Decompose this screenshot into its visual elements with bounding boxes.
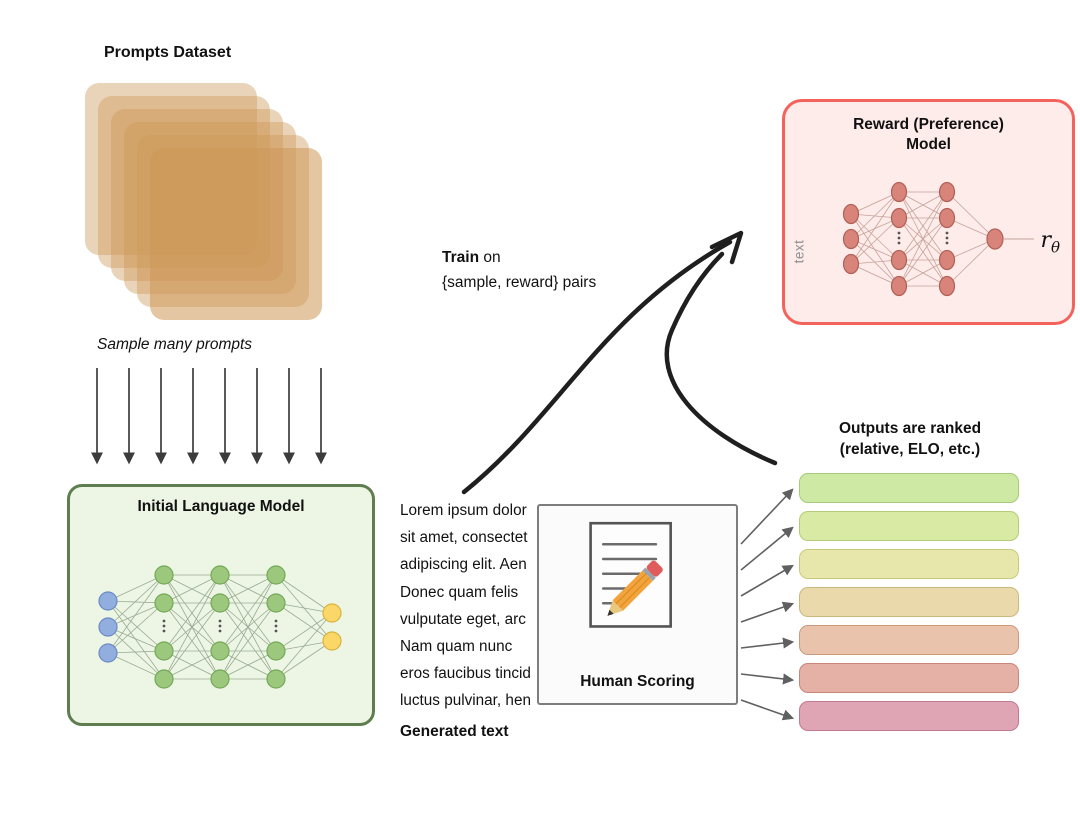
scoring-fan-arrows	[740, 488, 795, 721]
generated-text-line: adipiscing elit. Aen	[400, 556, 527, 574]
human-scoring-title: Human Scoring	[580, 673, 695, 690]
text-input-label: text	[791, 239, 807, 264]
prompts-dataset-stack	[85, 83, 335, 333]
reward-model-title-line2: Model	[906, 136, 951, 153]
generated-text-line: eros faucibus tincid	[400, 665, 531, 683]
generated-text-caption: Generated text	[400, 723, 509, 740]
train-on-word: on	[479, 249, 501, 266]
dataset-card	[150, 148, 322, 320]
sample-down-arrows	[91, 368, 327, 465]
reward-output-label: rθ	[1040, 228, 1060, 256]
initial-language-model-title: Initial Language Model	[137, 498, 305, 515]
generated-text-lines: Lorem ipsum dolor sit amet, consectet adip…	[400, 497, 531, 715]
human-scoring-box: Human Scoring	[537, 504, 738, 705]
sample-many-prompts-label: Sample many prompts	[97, 336, 253, 353]
outputs-ranked-title-line1: Outputs are ranked	[838, 420, 982, 437]
initial-model-network-icon	[98, 565, 342, 689]
train-label: Train on {sample, reward} pairs	[442, 245, 596, 295]
outputs-ranked-title: Outputs are ranked (relative, ELO, etc.)	[792, 418, 1028, 460]
ranked-bar	[799, 473, 1019, 503]
ranked-bar	[799, 511, 1019, 541]
initial-language-model-box: Initial Language Model	[67, 484, 375, 726]
generated-text-line: Nam quam nunc	[400, 638, 513, 656]
ranked-bar	[799, 663, 1019, 693]
reward-output-subscript: θ	[1050, 238, 1060, 257]
reward-model-title-line1: Reward (Preference)	[853, 116, 1004, 133]
outputs-ranked-title-line2: (relative, ELO, etc.)	[839, 441, 981, 458]
train-arrowhead	[709, 230, 744, 265]
reward-model-title: Reward (Preference) Model	[785, 115, 1072, 155]
reward-model-box: Reward (Preference) Model text rθ	[782, 99, 1075, 325]
generated-text-line: Lorem ipsum dolor	[400, 502, 527, 519]
train-label-line1: Train on	[442, 245, 596, 270]
ranked-bar	[799, 701, 1019, 731]
ranked-bar	[799, 625, 1019, 655]
train-word: Train	[442, 249, 480, 266]
document-pencil-icon	[588, 521, 672, 628]
generated-text-line: vulputate eget, arc	[400, 610, 526, 628]
ranked-bars	[799, 473, 1019, 731]
train-pairs-label: {sample, reward} pairs	[442, 274, 597, 291]
generated-text-line: sit amet, consectet	[400, 529, 528, 547]
ranked-bar	[799, 549, 1019, 579]
reward-model-network-icon	[842, 181, 1034, 297]
generated-text-line: Donec quam felis	[400, 583, 519, 601]
generated-text-line: luctus pulvinar, hen	[400, 692, 531, 710]
reward-output-var: r	[1040, 228, 1051, 253]
prompts-dataset-title: Prompts Dataset	[104, 44, 232, 61]
ranked-bar	[799, 587, 1019, 617]
